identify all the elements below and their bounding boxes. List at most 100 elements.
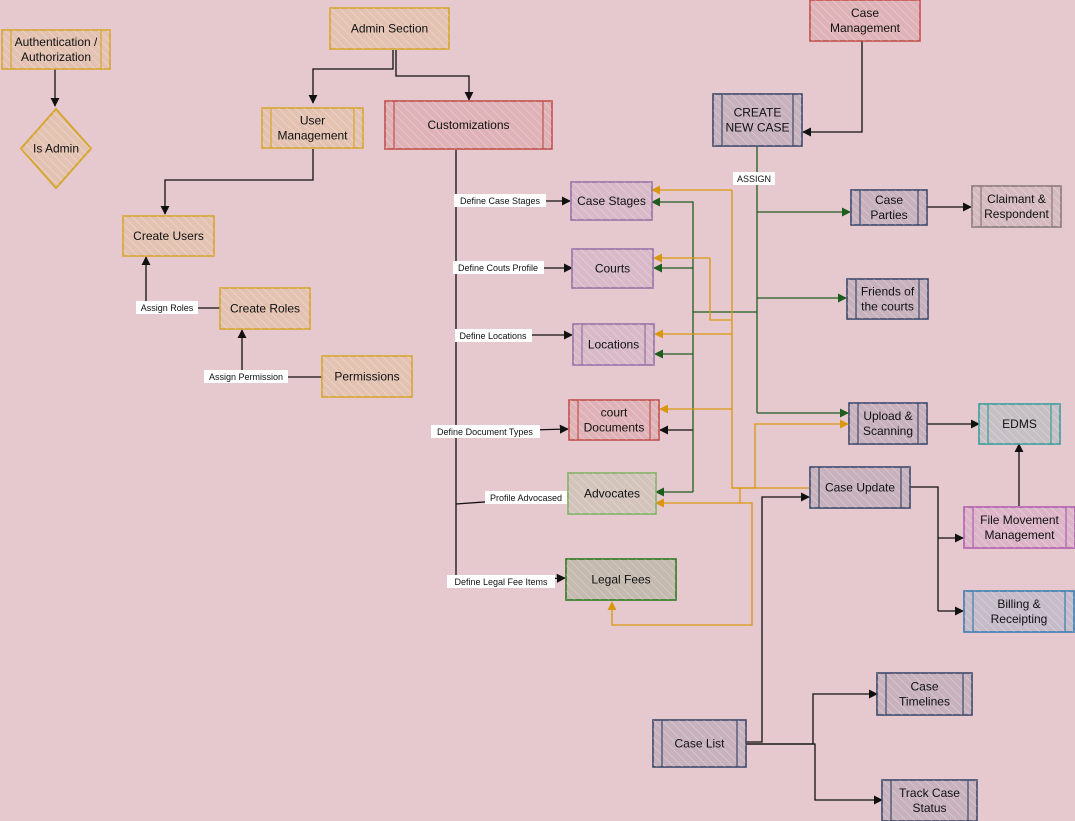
node-hatch [569,400,659,440]
node-hatch [847,279,928,319]
node-hatch [573,324,654,365]
svg-text:Define Locations: Define Locations [459,331,527,341]
node-customizations[interactable]: Customizations [384,100,553,150]
node-hatch [713,94,802,146]
edge-labels: Assign Roles Assign Permission Define Ca… [136,172,775,588]
node-label: Receipting [991,612,1048,626]
node-label: User [300,114,325,128]
node-label: Locations [588,338,639,352]
node-label: Case List [674,737,725,751]
node-label: Courts [595,262,630,276]
edge-orange-to-courts-a [709,258,732,321]
node-label: Friends of [861,285,915,299]
node-advocates[interactable]: Advocates [567,472,657,515]
svg-text:Define Case Stages: Define Case Stages [460,196,541,206]
node-label: Status [912,801,946,815]
node-is-admin[interactable]: Is Admin [19,107,93,190]
svg-text:Define Couts Profile: Define Couts Profile [458,263,538,273]
node-label: Respondent [984,207,1049,221]
svg-text:Define Legal Fee Items: Define Legal Fee Items [454,577,548,587]
node-label: Authorization [21,50,91,64]
edge-green-to-casestages [651,197,694,312]
edge-label-assign-roles: Assign Roles [136,301,198,314]
node-case-list[interactable]: Case List [652,719,747,768]
node-label: Customizations [427,118,509,132]
edge-label-define-locations: Define Locations [455,329,532,342]
node-hatch [262,108,363,148]
node-hatch [322,356,412,397]
node-upload-scanning[interactable]: Upload &Scanning [848,402,928,445]
node-claimant[interactable]: Claimant &Respondent [971,185,1062,228]
node-label: Parties [870,208,907,222]
svg-text:Assign Permission: Assign Permission [209,372,283,382]
edge-label-define-courts-profile: Define Couts Profile [453,261,544,274]
node-billing[interactable]: Billing &Receipting [963,590,1075,633]
node-label: Management [984,528,1055,542]
node-label: Billing & [997,597,1040,611]
node-admin-section[interactable]: Admin Section [329,7,450,50]
node-create-roles[interactable]: Create Roles [219,287,311,330]
node-hatch [566,559,676,600]
node-permissions[interactable]: Permissions [321,355,413,398]
node-hatch [979,404,1060,444]
node-courts[interactable]: Courts [571,248,654,289]
svg-text:Assign Roles: Assign Roles [141,303,194,313]
node-create-users[interactable]: Create Users [122,215,215,257]
node-label: Permissions [334,370,399,384]
edge-label-assign: ASSIGN [733,172,775,185]
node-hatch [21,109,91,188]
svg-text:Define Document Types: Define Document Types [437,427,533,437]
node-label: Scanning [863,424,913,438]
node-label: Upload & [863,409,912,423]
node-label: Case Update [825,481,895,495]
svg-text:Profile Advocased: Profile Advocased [490,493,562,503]
node-label: Create Roles [230,302,300,316]
node-label: Authentication / [15,35,98,49]
edge-caselist-to-trackcase [746,743,883,805]
node-hatch [571,182,652,220]
edge-orange-to-upload [740,419,849,489]
node-auth[interactable]: Authentication /Authorization [1,29,111,70]
node-label: Management [277,129,348,143]
node-locations[interactable]: Locations [572,323,655,366]
edge-permissions-to-createroles [237,329,322,378]
node-hatch [220,288,310,329]
node-case-update[interactable]: Case Update [809,466,911,509]
node-label: Claimant & [987,192,1046,206]
node-hatch [330,8,449,49]
node-label: NEW CASE [725,121,789,135]
node-hatch [964,507,1075,548]
node-edms[interactable]: EDMS [978,403,1061,445]
node-case-stages[interactable]: Case Stages [570,181,653,221]
node-label: Admin Section [351,22,428,36]
edge-casemgmt-to-createnewcase [802,41,863,137]
edge-createroles-to-createusers [141,256,220,309]
node-legal-fees[interactable]: Legal Fees [565,558,677,601]
node-hatch [653,720,746,767]
edge-label-assign-permission: Assign Permission [204,370,288,383]
node-label: the courts [861,300,914,314]
node-label: court [601,406,628,420]
node-label: Timelines [899,695,950,709]
node-hatch [810,467,910,508]
node-hatch [849,403,927,444]
edge-label-define-document-types: Define Document Types [431,425,540,438]
edge-label-define-case-stages: Define Case Stages [454,194,546,207]
node-hatch [572,249,653,288]
node-label: Create Users [133,229,204,243]
node-label: File Movement [980,513,1059,527]
node-hatch [123,216,214,256]
edge-caselist-to-caseupdate [746,492,810,743]
edge-admin-to-customizations [395,50,474,101]
